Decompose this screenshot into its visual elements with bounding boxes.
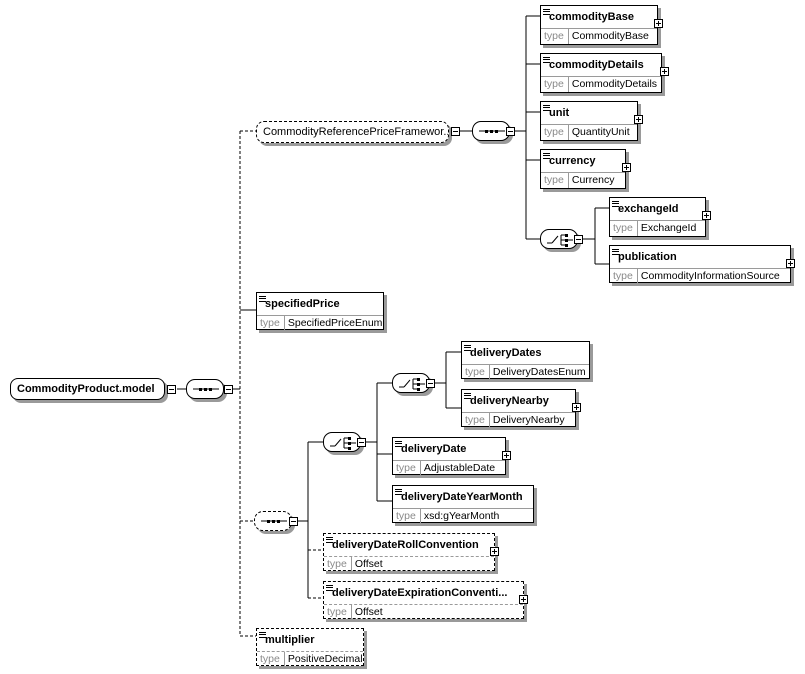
element-type: Offset xyxy=(354,558,383,570)
type-keyword: type xyxy=(541,125,569,140)
element-type: Currency xyxy=(571,174,615,186)
element-type: QuantityUnit xyxy=(571,126,630,138)
delivery-nearby-expand-toggle[interactable] xyxy=(572,403,581,412)
type-keyword: type xyxy=(257,652,285,667)
root-sequence-compositor xyxy=(186,379,224,399)
element-name: multiplier xyxy=(257,629,363,651)
element-type: CommodityInformationSource xyxy=(640,270,780,282)
element-name: deliveryDate xyxy=(393,438,505,460)
commodity-details-expand-toggle[interactable] xyxy=(660,67,669,76)
type-keyword: type xyxy=(462,365,490,380)
type-keyword: type xyxy=(324,557,352,572)
exchange-choice-compositor xyxy=(540,229,578,249)
delivery-sequence-compositor xyxy=(254,511,292,531)
element-name: publication xyxy=(610,246,790,268)
type-keyword: type xyxy=(610,221,638,236)
delivery-inner-choice-compositor xyxy=(392,373,430,393)
element-type: AdjustableDate xyxy=(423,462,496,474)
root-collapse-toggle[interactable] xyxy=(167,385,176,394)
element-type: SpecifiedPriceEnum xyxy=(287,317,383,329)
type-keyword: type xyxy=(324,605,352,620)
commodity-base-expand-toggle[interactable] xyxy=(654,19,663,28)
roll-convention-expand-toggle[interactable] xyxy=(490,547,499,556)
unit-expand-toggle[interactable] xyxy=(634,115,643,124)
type-keyword: type xyxy=(257,316,285,331)
framework-group-label: CommodityReferencePriceFramewor... xyxy=(263,126,449,138)
element-name: currency xyxy=(541,150,625,172)
element-type: xsd:gYearMonth xyxy=(423,510,500,522)
element-name: unit xyxy=(541,102,637,124)
delivery-outer-choice-collapse-toggle[interactable] xyxy=(357,438,366,447)
element-name: exchangeId xyxy=(610,198,705,220)
framework-sequence-collapse-toggle[interactable] xyxy=(506,127,515,136)
framework-sequence-compositor xyxy=(472,121,510,141)
element-name: deliveryDateExpirationConventi... xyxy=(324,582,523,604)
element-name: commodityDetails xyxy=(541,54,661,76)
element-name: commodityBase xyxy=(541,6,657,28)
type-keyword: type xyxy=(393,509,421,524)
root-group-node[interactable]: CommodityProduct.model xyxy=(10,378,165,400)
currency-expand-toggle[interactable] xyxy=(622,163,631,172)
element-type: CommodityDetails xyxy=(571,78,658,90)
delivery-date-expand-toggle[interactable] xyxy=(502,451,511,460)
type-keyword: type xyxy=(462,413,490,428)
element-name: deliveryDates xyxy=(462,342,589,364)
delivery-sequence-collapse-toggle[interactable] xyxy=(289,517,298,526)
element-type: ExchangeId xyxy=(640,222,697,234)
framework-group-node[interactable]: CommodityReferencePriceFramewor... xyxy=(256,121,449,143)
root-group-label: CommodityProduct.model xyxy=(17,383,155,395)
element-type: PositiveDecimal xyxy=(287,653,363,665)
expiration-convention-expand-toggle[interactable] xyxy=(519,595,528,604)
type-keyword: type xyxy=(541,173,569,188)
exchange-id-expand-toggle[interactable] xyxy=(702,211,711,220)
delivery-inner-choice-collapse-toggle[interactable] xyxy=(426,379,435,388)
element-type: DeliveryDatesEnum xyxy=(492,366,586,378)
type-keyword: type xyxy=(541,29,569,44)
element-name: specifiedPrice xyxy=(257,293,383,315)
element-name: deliveryDateRollConvention xyxy=(324,534,494,556)
element-type: DeliveryNearby xyxy=(492,414,565,426)
publication-expand-toggle[interactable] xyxy=(786,259,795,268)
root-sequence-collapse-toggle[interactable] xyxy=(224,385,233,394)
element-name: deliveryDateYearMonth xyxy=(393,486,533,508)
type-keyword: type xyxy=(541,77,569,92)
type-keyword: type xyxy=(393,461,421,476)
framework-collapse-toggle[interactable] xyxy=(451,127,460,136)
element-name: deliveryNearby xyxy=(462,390,575,412)
type-keyword: type xyxy=(610,269,638,284)
element-type: Offset xyxy=(354,606,383,618)
element-type: CommodityBase xyxy=(571,30,649,42)
exchange-choice-collapse-toggle[interactable] xyxy=(574,235,583,244)
delivery-outer-choice-compositor xyxy=(323,432,361,452)
